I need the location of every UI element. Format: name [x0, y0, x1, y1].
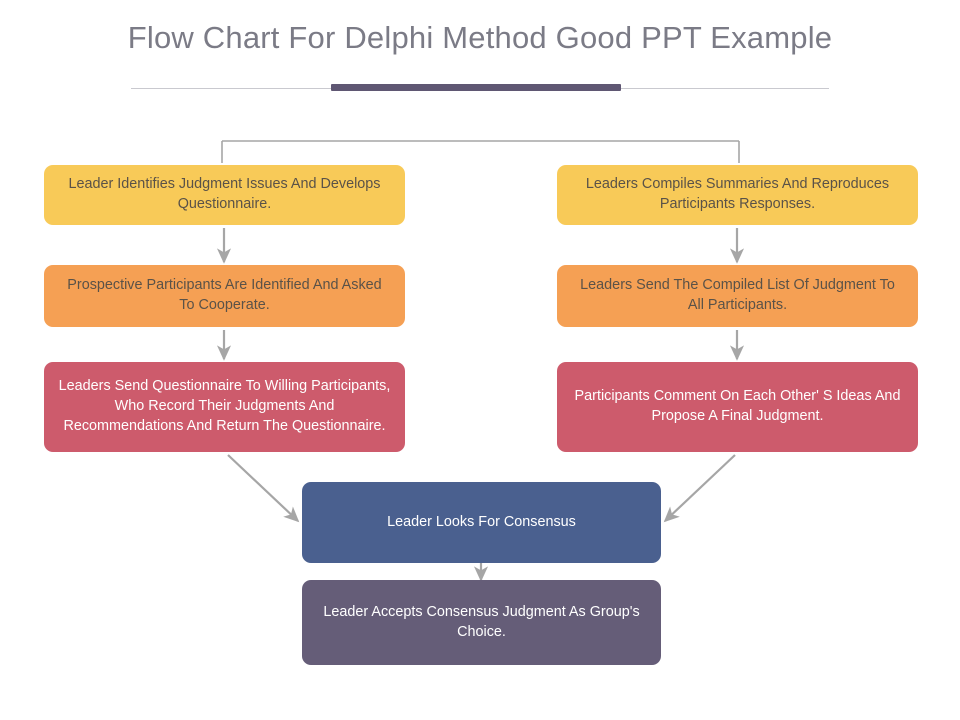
flow-node-label: Leader Identifies Judgment Issues And De…	[68, 176, 381, 212]
flow-node-participants-comment-ideas[interactable]: Participants Comment On Each Other' S Id…	[557, 362, 918, 452]
flow-node-label: Leader Accepts Consensus Judgment As Gro…	[323, 603, 640, 640]
flow-node-label: Leaders Compiles Summaries And Reproduce…	[585, 176, 890, 212]
flow-node-leaders-send-questionnaire[interactable]: Leaders Send Questionnaire To Willing Pa…	[44, 362, 405, 452]
flow-node-leader-identifies-judgment-issues[interactable]: Leader Identifies Judgment Issues And De…	[44, 165, 405, 225]
edge-split-bracket	[221, 140, 740, 163]
page-title: Flow Chart For Delphi Method Good PPT Ex…	[127, 20, 833, 55]
flow-node-label: Participants Comment On Each Other' S Id…	[574, 388, 901, 424]
flow-node-leader-accepts-consensus-judgment[interactable]: Leader Accepts Consensus Judgment As Gro…	[302, 580, 661, 665]
title-block: Flow Chart For Delphi Method Good PPT Ex…	[0, 20, 960, 91]
flow-node-leaders-compiles-summaries[interactable]: Leaders Compiles Summaries And Reproduce…	[557, 165, 918, 225]
flow-node-leaders-send-compiled-list[interactable]: Leaders Send The Compiled List Of Judgme…	[557, 265, 918, 327]
title-divider-accent	[331, 84, 621, 91]
flow-node-leader-looks-for-consensus[interactable]: Leader Looks For Consensus	[302, 482, 661, 563]
flow-node-prospective-participants-identified[interactable]: Prospective Participants Are Identified …	[44, 265, 405, 327]
flow-node-label: Leader Looks For Consensus	[387, 513, 576, 530]
flow-node-label: Leaders Send The Compiled List Of Judgme…	[580, 277, 895, 313]
flow-node-label: Prospective Participants Are Identified …	[67, 277, 382, 313]
flow-node-label: Leaders Send Questionnaire To Willing Pa…	[58, 378, 391, 434]
edge-l3-to-c1	[227, 454, 300, 523]
edge-r3-to-c1	[663, 454, 736, 523]
